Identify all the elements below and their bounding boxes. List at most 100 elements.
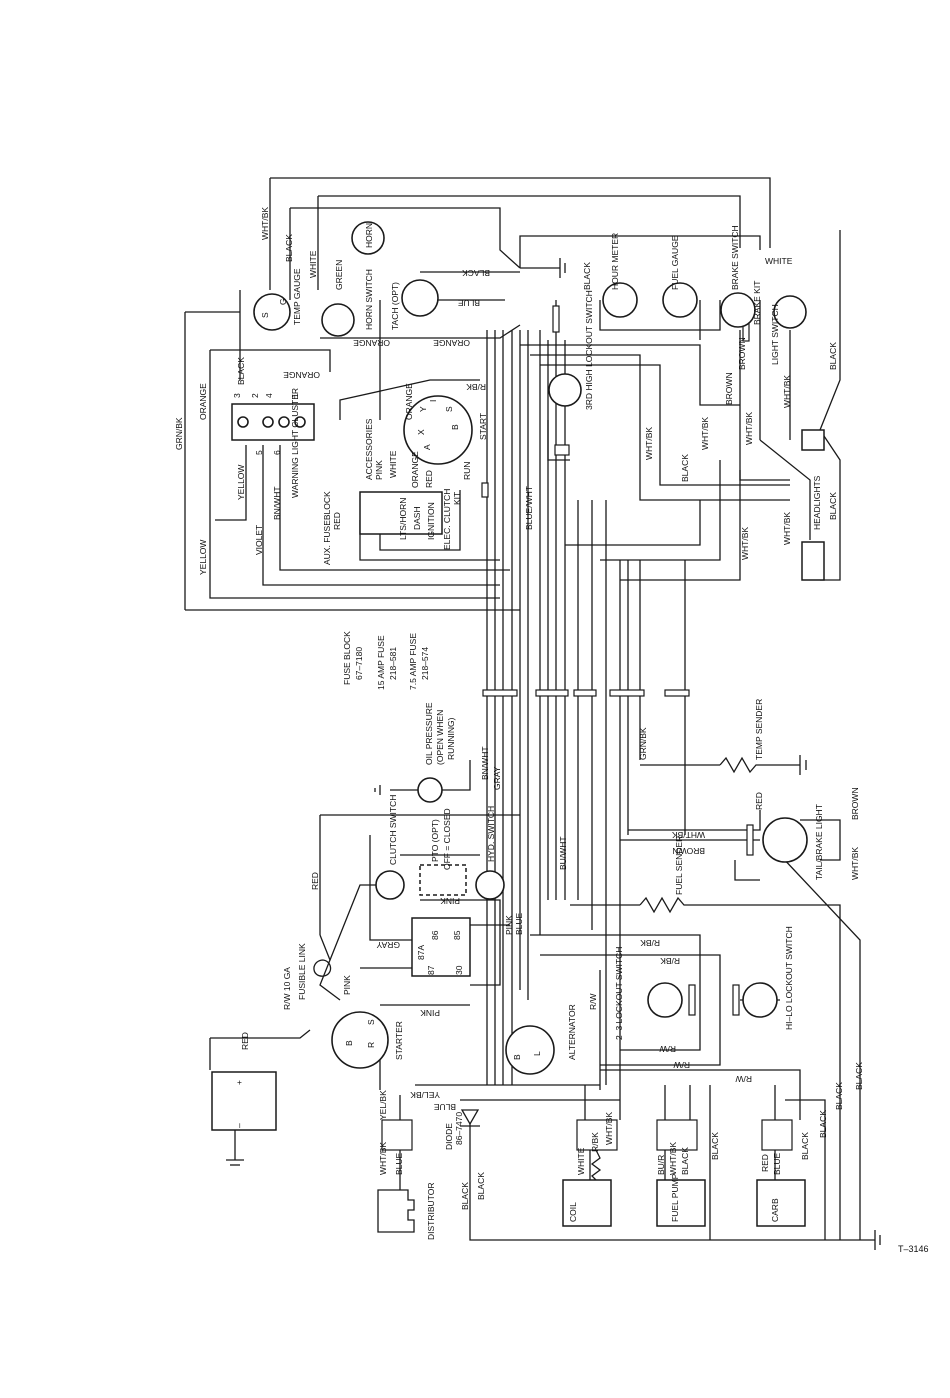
label-lts-horn: LTS/HORN bbox=[398, 498, 408, 540]
term-1: 1 bbox=[290, 393, 300, 398]
label-tail-brake: TAIL/BRAKE LIGHT bbox=[814, 804, 824, 880]
label-black-br5: BLACK bbox=[710, 1132, 720, 1160]
label-hyd-switch: HYD. SWITCH bbox=[486, 806, 496, 862]
term-4: 4 bbox=[264, 393, 274, 398]
label-hilo-lockout: HI–LO LOCKOUT SWITCH bbox=[784, 926, 794, 1030]
label-start: START bbox=[478, 413, 488, 440]
term-a-ign: A bbox=[422, 444, 432, 450]
label-orange-4: ORANGE bbox=[404, 383, 414, 420]
label-86: 86 bbox=[430, 930, 440, 940]
label-87: 87 bbox=[426, 965, 436, 975]
tail-brake-light-symbol bbox=[762, 817, 808, 863]
label-elec-clutch: ELEC. CLUTCH bbox=[442, 489, 452, 550]
hyd-switch-symbol bbox=[475, 870, 505, 900]
page-id: T–3146 bbox=[898, 1244, 929, 1254]
light-switch-symbol bbox=[773, 295, 807, 329]
label-fuse-block: FUSE BLOCK bbox=[342, 631, 352, 685]
label-brake-kit: BRAKE KIT bbox=[752, 281, 762, 325]
label-orange-2: ORANGE bbox=[433, 338, 470, 348]
term-minus-bat: – bbox=[234, 1123, 244, 1128]
horn-symbol bbox=[351, 221, 385, 255]
label-wht-bk-right3: WHT/BK bbox=[782, 512, 792, 545]
label-yel-bk-2: YEL/BK bbox=[378, 1090, 388, 1120]
label-red-bat: RED bbox=[240, 1032, 250, 1050]
label-wht-bk-mid1: WHT/BK bbox=[644, 427, 654, 460]
label-red-carb: RED bbox=[760, 1154, 770, 1172]
label-brown-2: BROWN bbox=[737, 337, 747, 370]
label-violet: VIOLET bbox=[254, 525, 264, 555]
fuel-gauge-symbol bbox=[662, 282, 698, 318]
label-fuse-75-pn: 218–574 bbox=[420, 647, 430, 680]
label-blue-diode: BLUE bbox=[433, 1102, 456, 1112]
label-yellow-2: YELLOW bbox=[198, 540, 208, 575]
label-wht-bk-coil: WHT/BK bbox=[604, 1112, 614, 1145]
label-black-top: BLACK bbox=[284, 234, 294, 262]
label-black-dist1: BLACK bbox=[460, 1182, 470, 1210]
term-b-alt: B bbox=[512, 1054, 522, 1060]
coil-symbol bbox=[562, 1179, 612, 1227]
tach-symbol bbox=[401, 279, 439, 317]
label-orange-acc: ORANGE bbox=[410, 451, 420, 488]
term-b-starter: B bbox=[344, 1040, 354, 1046]
label-r-w-4: R/W bbox=[735, 1074, 752, 1084]
label-lockout-23: 2–3 LOCKOUT SWITCH bbox=[614, 947, 624, 1040]
label-white-top: WHITE bbox=[308, 250, 318, 278]
label-fuse-block-pn: 67–7180 bbox=[354, 647, 364, 680]
label-black-wl: BLACK bbox=[236, 357, 246, 385]
label-light-switch: LIGHT SWITCH bbox=[770, 304, 780, 365]
label-black-br2: BLACK bbox=[854, 1062, 864, 1090]
connector-distributor bbox=[381, 1119, 413, 1151]
label-temp-sender: TEMP SENDER bbox=[754, 699, 764, 760]
label-oil-pressure-3: RUNNING) bbox=[446, 717, 456, 760]
temp-sender-resistor bbox=[719, 756, 760, 774]
label-pink-hyd: PINK bbox=[504, 915, 514, 935]
fuel-sender-resistor bbox=[639, 896, 690, 914]
label-wht-bk-right4: WHT/BK bbox=[740, 527, 750, 560]
label-wht-bk-right1: WHT/BK bbox=[782, 375, 792, 408]
label-fuse-15: 15 AMP FUSE bbox=[376, 635, 386, 690]
label-third-high: 3RD HIGH LOCKOUT SWITCH bbox=[584, 290, 594, 410]
label-wht-bk-mid2: WHT/BK bbox=[700, 417, 710, 450]
label-black-dist2: BLACK bbox=[476, 1172, 486, 1200]
label-brown-tail2: BROWN bbox=[672, 846, 705, 856]
third-high-lockout-symbol bbox=[548, 373, 582, 407]
label-30: 30 bbox=[454, 965, 464, 975]
label-kit: KIT bbox=[452, 492, 462, 505]
term-x-ign: X bbox=[416, 429, 426, 435]
term-r-starter: R bbox=[366, 1042, 376, 1048]
wire-harness bbox=[184, 177, 881, 1250]
label-ignition: IGNITION bbox=[426, 502, 436, 540]
label-horn-switch: HORN SWITCH bbox=[364, 269, 374, 330]
label-blue-tach: BLUE bbox=[457, 298, 480, 308]
term-2: 2 bbox=[250, 393, 260, 398]
label-yellow-1: YELLOW bbox=[236, 465, 246, 500]
term-s-temp: S bbox=[260, 312, 270, 318]
label-wht-bk-right2: WHT/BK bbox=[744, 412, 754, 445]
label-wht-bk-tail: WHT/BK bbox=[672, 830, 705, 840]
label-pink-starter: PINK bbox=[342, 975, 352, 995]
label-accessories: ACCESSORIES bbox=[364, 418, 374, 480]
label-orange-5: ORANGE bbox=[198, 383, 208, 420]
connector-coil bbox=[576, 1119, 618, 1151]
alternator-symbol bbox=[505, 1025, 555, 1075]
label-temp-gauge: TEMP GAUGE bbox=[292, 268, 302, 325]
term-s-starter: S bbox=[366, 1019, 376, 1025]
term-6: 6 bbox=[272, 450, 282, 455]
components bbox=[211, 221, 825, 1233]
label-wht-bk-top: WHT/BK bbox=[260, 207, 270, 240]
term-plus-bat: + bbox=[234, 1080, 244, 1085]
label-r-bk-top: R/BK bbox=[466, 382, 486, 392]
hilo-lockout-symbol bbox=[742, 982, 778, 1018]
label-pink-mid: PINK bbox=[440, 896, 460, 906]
label-87a: 87A bbox=[416, 945, 426, 960]
relay-symbol bbox=[411, 917, 471, 977]
label-fuel-sender: FUEL SENDER bbox=[674, 836, 684, 895]
term-s-ign: S bbox=[444, 406, 454, 412]
label-pto: PTO (OPT) bbox=[430, 819, 440, 862]
label-blue-dist: BLUE bbox=[394, 1152, 404, 1175]
headlight-right-symbol bbox=[801, 541, 825, 581]
label-r-w-1: R/W bbox=[588, 993, 598, 1010]
brake-switch-symbol bbox=[720, 292, 756, 328]
label-wht-bk-dist: WHT/BK bbox=[378, 1142, 388, 1175]
label-blue-carb: BLUE bbox=[772, 1152, 782, 1175]
